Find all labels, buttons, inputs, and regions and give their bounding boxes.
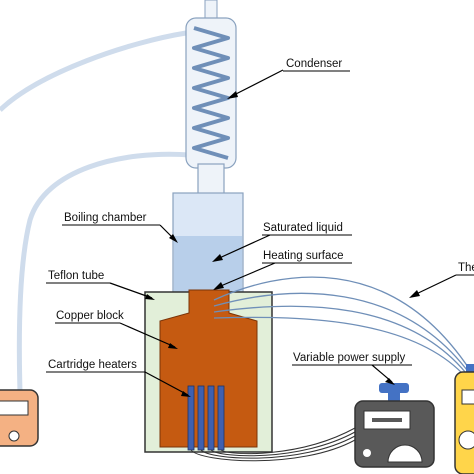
cartridge-heaters	[187, 385, 225, 451]
thermocouple-reader	[454, 364, 474, 474]
condenser-coil	[192, 26, 230, 160]
label-saturated-liquid: Saturated liquid	[263, 222, 343, 234]
thermocouple-wires	[213, 276, 471, 383]
variable-power-supply	[354, 383, 435, 468]
coolant-meter	[0, 389, 39, 447]
label-boiling-chamber: Boiling chamber	[64, 212, 147, 224]
saturated-liquid	[174, 236, 242, 292]
condenser	[185, 0, 237, 195]
label-variable-power-supply: Variable power supply	[293, 352, 406, 364]
label-teflon-tube: Teflon tube	[48, 270, 104, 282]
label-underlines	[46, 70, 474, 373]
boiling-chamber	[172, 192, 244, 294]
power-supply-dial	[387, 444, 423, 463]
coolant-tube-upper	[0, 30, 187, 112]
label-cartridge-heaters: Cartridge heaters	[48, 359, 137, 371]
leader-lines	[109, 69, 457, 397]
heater-wires	[190, 427, 356, 462]
copper-block	[159, 289, 258, 448]
coolant-tube-lower	[16, 151, 191, 393]
label-heating-surface: Heating surface	[263, 250, 344, 262]
power-supply-knob	[379, 383, 409, 393]
label-copper-block: Copper block	[56, 310, 124, 322]
label-thermocouples-partial: The	[458, 262, 474, 274]
label-condenser: Condenser	[286, 58, 342, 70]
